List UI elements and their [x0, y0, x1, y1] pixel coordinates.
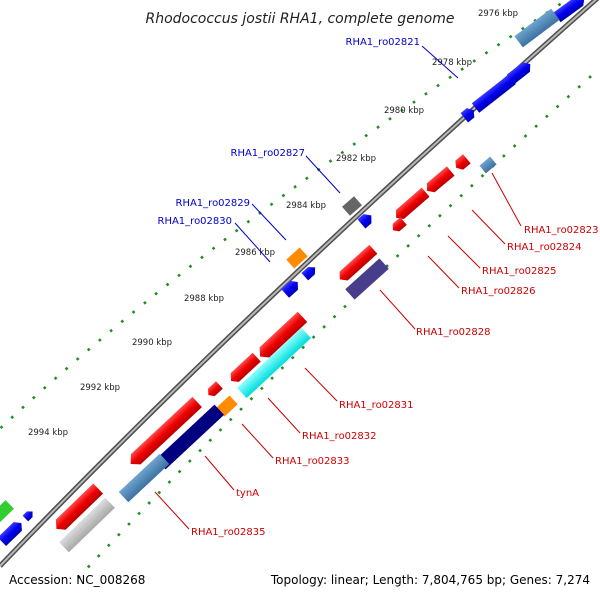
tick-label: 2984 kbp	[286, 201, 326, 211]
gene-orange[interactable]	[216, 395, 238, 417]
gene-reverse[interactable]	[227, 352, 261, 386]
gene-forward[interactable]	[22, 509, 36, 522]
inner-tick-track	[77, 67, 600, 579]
gene-forward[interactable]	[0, 519, 26, 547]
gene-label[interactable]: RHA1_ro02832	[302, 431, 377, 442]
gene-label[interactable]: RHA1_ro02833	[275, 456, 350, 467]
tick-label: 2978 kbp	[432, 58, 472, 68]
accession-text: Accession: NC_008268	[9, 573, 146, 587]
gene-label[interactable]: RHA1_ro02829	[176, 198, 251, 209]
gene-label[interactable]: RHA1_ro02821	[346, 37, 421, 48]
tick-label: 2980 kbp	[384, 106, 424, 116]
gene-cyan[interactable]	[237, 327, 311, 399]
gene-reverse[interactable]	[452, 154, 471, 172]
genome-summary-text: Topology: linear; Length: 7,804,765 bp; …	[270, 573, 590, 587]
gene-gray[interactable]	[342, 196, 362, 216]
tick-label: 2988 kbp	[184, 294, 224, 304]
gene-forward[interactable]	[506, 59, 534, 85]
gene-label[interactable]: RHA1_ro02831	[339, 400, 414, 411]
gene-forward[interactable]	[553, 0, 589, 23]
reverse-strand-genes	[52, 154, 497, 553]
gene-reverse[interactable]	[423, 166, 455, 195]
leader-lines	[154, 45, 522, 530]
tick-label: 2992 kbp	[80, 383, 120, 393]
gene-label[interactable]: RHA1_ro02827	[231, 148, 306, 159]
gene-slate[interactable]	[345, 258, 389, 300]
gene-label[interactable]: tynA	[236, 488, 259, 499]
gene-forward[interactable]	[460, 106, 478, 123]
gene-reverse[interactable]	[392, 187, 430, 223]
tick-labels: 2976 kbp 2978 kbp 2980 kbp 2982 kbp 2984…	[28, 9, 518, 438]
gene-reverse[interactable]	[390, 217, 407, 234]
gene-reverse[interactable]	[255, 311, 308, 362]
gene-label[interactable]: RHA1_ro02830	[158, 216, 233, 227]
outer-tick-track	[0, 0, 569, 431]
gene-label[interactable]: RHA1_ro02826	[461, 286, 536, 297]
gene-forward[interactable]	[301, 264, 318, 281]
tick-label: 2994 kbp	[28, 428, 68, 438]
gene-reverse[interactable]	[52, 483, 104, 534]
tick-label: 2976 kbp	[478, 9, 518, 19]
gene-reverse[interactable]	[336, 244, 378, 284]
gene-label[interactable]: RHA1_ro02835	[191, 527, 266, 538]
gene-silver[interactable]	[59, 497, 115, 553]
gene-label[interactable]: RHA1_ro02823	[524, 225, 599, 236]
gene-forward[interactable]	[471, 71, 520, 113]
gene-forward[interactable]	[281, 278, 302, 298]
gene-reverse[interactable]	[205, 381, 223, 399]
gene-reverse[interactable]	[126, 396, 202, 469]
gene-labels: RHA1_ro02821 RHA1_ro02827 RHA1_ro02829 R…	[158, 37, 599, 538]
gene-green[interactable]	[0, 500, 14, 523]
gene-steelblue[interactable]	[479, 156, 497, 174]
gene-label[interactable]: RHA1_ro02828	[416, 327, 491, 338]
map-title: Rhodococcus jostii RHA1, complete genome	[145, 11, 454, 27]
gene-forward[interactable]	[357, 211, 376, 229]
tick-label: 2990 kbp	[132, 338, 172, 348]
tick-label: 2982 kbp	[336, 154, 376, 164]
gene-navy[interactable]	[155, 404, 225, 470]
forward-strand-genes	[0, 0, 589, 547]
tick-label: 2986 kbp	[235, 248, 275, 258]
gene-steelblue[interactable]	[514, 8, 560, 48]
gene-label[interactable]: RHA1_ro02825	[482, 266, 557, 277]
gene-orange[interactable]	[286, 247, 308, 269]
gene-steelblue[interactable]	[118, 453, 170, 503]
gene-label[interactable]: RHA1_ro02824	[507, 242, 582, 253]
